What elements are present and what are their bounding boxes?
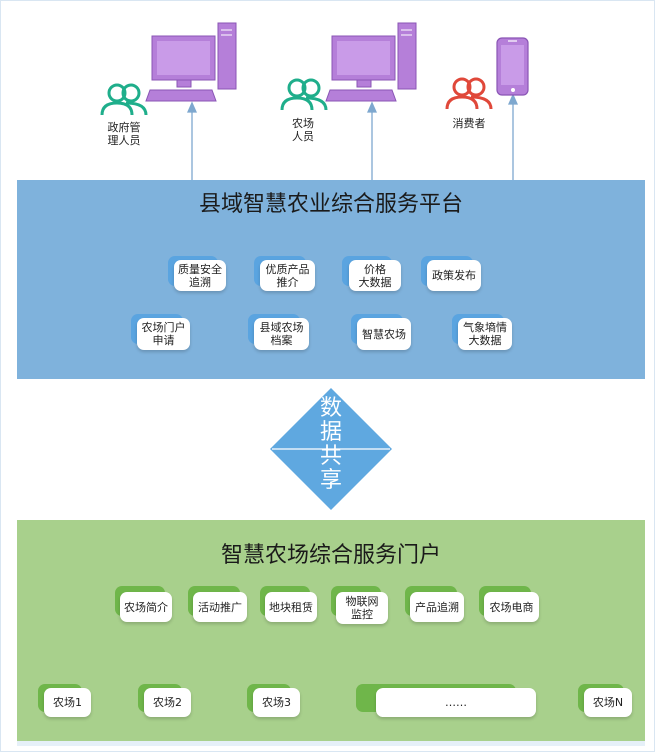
module-farm-intro[interactable]: 农场简介 — [120, 592, 172, 622]
module-activity-promotion[interactable]: 活动推广 — [193, 592, 247, 622]
user-label-government: 政府管 理人员 — [107, 121, 141, 147]
module-product-promotion[interactable]: 优质产品 推介 — [260, 260, 315, 291]
user-label-farm-staff: 农场 人员 — [292, 117, 314, 143]
data-share-label: 数据共享 — [319, 396, 342, 493]
module-weather-soil-bigdata[interactable]: 气象墒情 大数据 — [458, 318, 512, 350]
portal-title: 智慧农场综合服务门户 — [220, 543, 441, 568]
arrow-head — [186, 101, 198, 113]
arrow-head — [366, 101, 378, 113]
phone-icon — [496, 37, 529, 96]
module-land-lease[interactable]: 地块租赁 — [265, 592, 317, 622]
desktop-icon — [145, 22, 237, 102]
farm-2[interactable]: 农场2 — [144, 688, 191, 717]
farm-n[interactable]: 农场N — [584, 688, 632, 717]
farm-1[interactable]: 农场1 — [44, 688, 91, 717]
platform-title: 县域智慧农业综合服务平台 — [198, 192, 463, 217]
user-group-icon — [100, 83, 148, 116]
module-farm-ecommerce[interactable]: 农场电商 — [484, 592, 539, 622]
module-quality-trace[interactable]: 质量安全 追溯 — [174, 260, 226, 291]
platform-band — [17, 180, 645, 379]
user-group-icon — [280, 78, 328, 111]
footer-strip — [17, 741, 645, 746]
module-county-farm-archive[interactable]: 县域农场 档案 — [254, 318, 309, 350]
module-farm-portal-apply[interactable]: 农场门户 申请 — [137, 318, 190, 350]
portal-band — [17, 520, 645, 741]
user-group-icon — [445, 77, 493, 110]
module-product-trace[interactable]: 产品追溯 — [410, 592, 464, 622]
desktop-icon — [325, 22, 417, 102]
module-iot-monitor[interactable]: 物联网 监控 — [336, 592, 388, 624]
farm-3[interactable]: 农场3 — [253, 688, 300, 717]
module-price-bigdata[interactable]: 价格 大数据 — [349, 260, 401, 291]
module-policy-release[interactable]: 政策发布 — [427, 260, 481, 291]
module-smart-farm[interactable]: 智慧农场 — [357, 318, 411, 350]
farm-ellipsis: …… — [376, 688, 536, 717]
arrow-head — [507, 93, 519, 105]
user-label-consumer: 消费者 — [452, 117, 486, 130]
